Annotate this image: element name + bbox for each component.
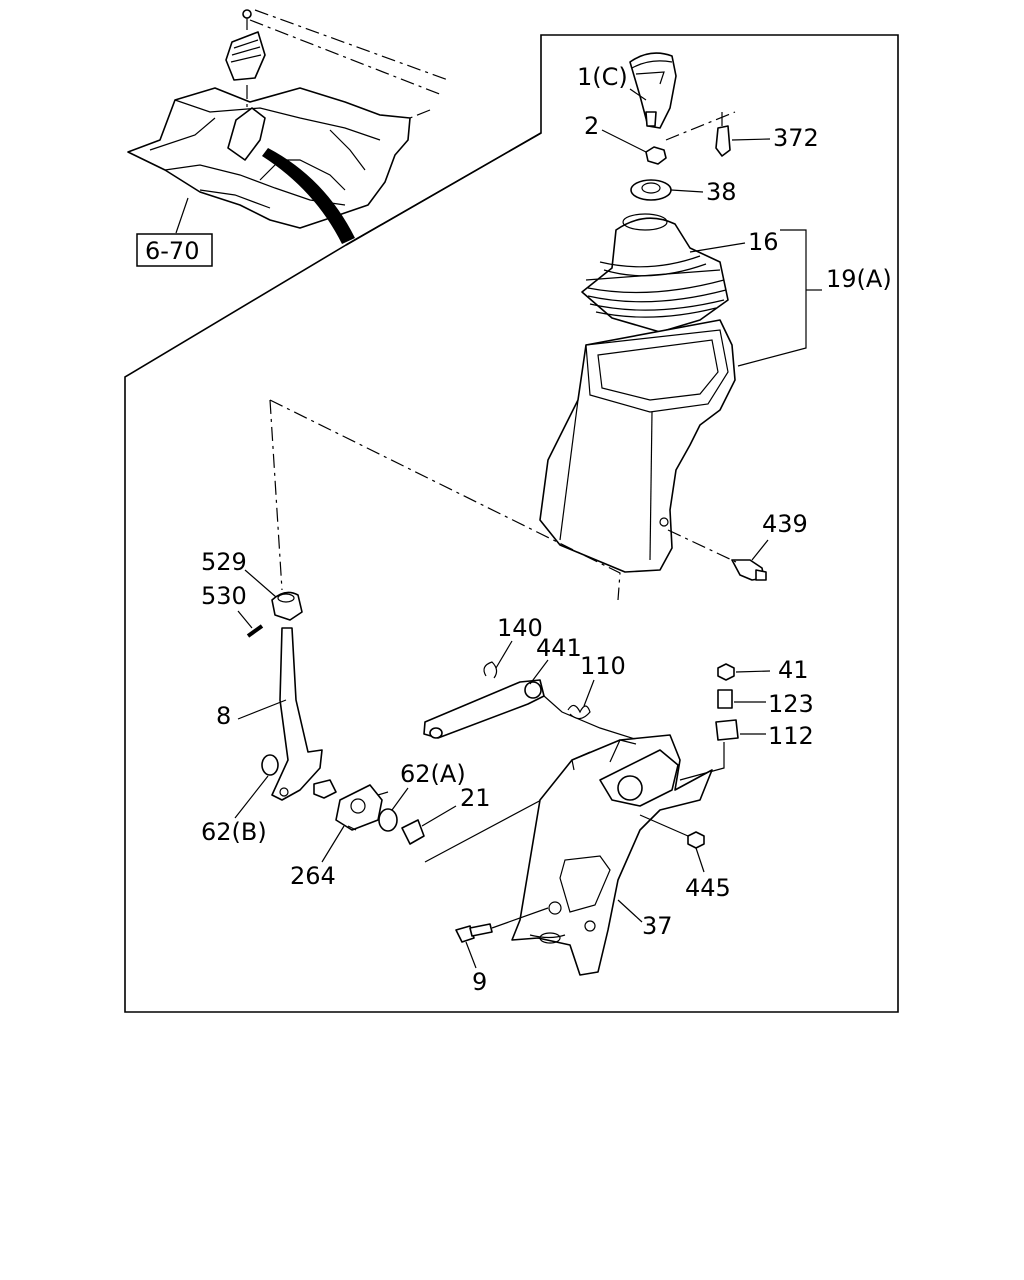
bushing-21-part <box>401 819 425 845</box>
frame-link-line <box>345 132 542 246</box>
callout-530: 530 <box>201 582 247 610</box>
shift-boot-part <box>581 213 729 333</box>
callout-1c: 1(C) <box>577 63 628 91</box>
callout-8: 8 <box>216 702 231 730</box>
bracket-37-part <box>511 734 713 976</box>
shift-lever-part <box>271 627 337 801</box>
callout-19a: 19(A) <box>826 265 892 293</box>
callout-38: 38 <box>706 178 737 206</box>
clip-140-part <box>483 661 498 679</box>
callout-37: 37 <box>642 912 673 940</box>
callout-62b: 62(B) <box>201 818 267 846</box>
pin-530-part <box>246 624 264 638</box>
callout-140: 140 <box>497 614 543 642</box>
callout-21: 21 <box>460 784 491 812</box>
plate-264-part <box>335 784 389 831</box>
bushing-112-part <box>715 719 739 741</box>
nut-41-part <box>717 663 735 681</box>
cab-floor-overview <box>127 9 449 244</box>
nut-445-part <box>687 831 705 849</box>
sleeve-123-part <box>717 689 733 709</box>
bolt-9-part <box>455 923 493 943</box>
callout-9: 9 <box>472 968 487 996</box>
grommet-529-part <box>271 591 303 621</box>
nut-part <box>645 146 667 165</box>
reference-box <box>136 233 213 267</box>
reference-label: 6-70 <box>145 237 199 265</box>
callout-2: 2 <box>584 112 599 140</box>
callout-445: 445 <box>685 874 731 902</box>
callout-123: 123 <box>768 690 814 718</box>
callout-62a: 62(A) <box>400 760 466 788</box>
spring-110-part <box>567 704 591 720</box>
shift-knob-part <box>629 52 677 129</box>
callout-529: 529 <box>201 548 247 576</box>
bushing-62a-part <box>378 808 398 832</box>
pin-372-part <box>715 112 731 157</box>
callout-16: 16 <box>748 228 779 256</box>
console-cover-part <box>539 319 736 573</box>
callout-372: 372 <box>773 124 819 152</box>
bushing-62b-part <box>261 754 279 776</box>
detail-frame <box>124 34 899 1013</box>
screw-439-part <box>731 559 767 581</box>
callout-439: 439 <box>762 510 808 538</box>
callout-264: 264 <box>290 862 336 890</box>
callout-41: 41 <box>778 656 809 684</box>
callout-110: 110 <box>580 652 626 680</box>
callout-112: 112 <box>768 722 814 750</box>
zoom-indicator <box>262 148 355 244</box>
callout-441: 441 <box>536 634 582 662</box>
link-rod-441-part <box>423 679 545 739</box>
